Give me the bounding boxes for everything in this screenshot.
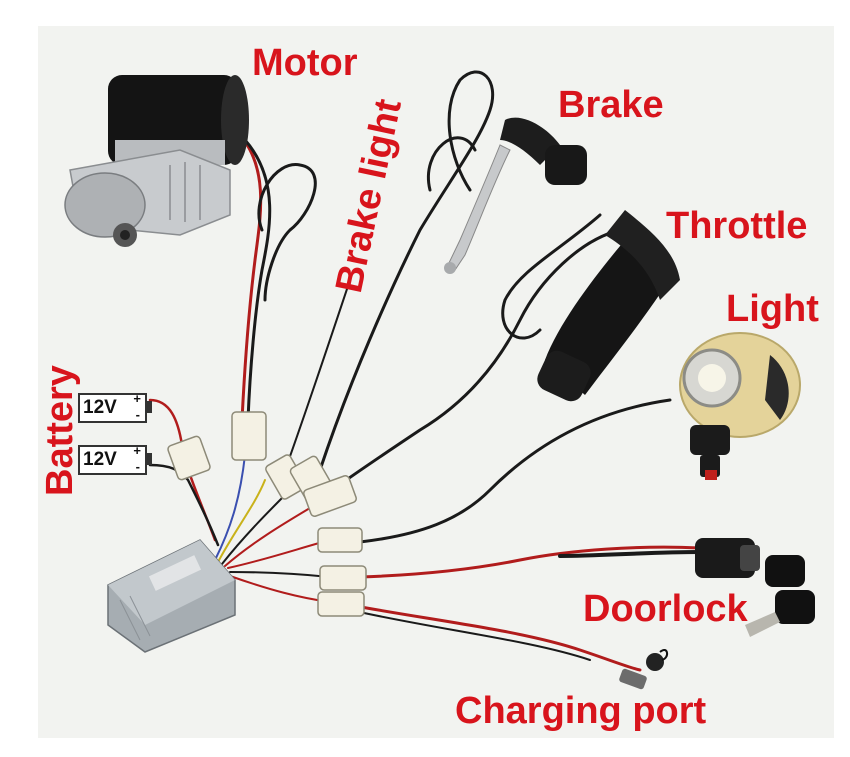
label-motor: Motor bbox=[252, 42, 358, 84]
throttle-drawing bbox=[537, 210, 680, 402]
controller-drawing bbox=[107, 539, 236, 653]
battery-cell-1: 12V + - bbox=[78, 391, 152, 423]
light-connector bbox=[317, 527, 363, 553]
doorlock-wire-black bbox=[558, 550, 702, 558]
motor-wire-loop bbox=[257, 163, 317, 302]
motor-wire-black bbox=[243, 138, 272, 422]
battery-minus: - bbox=[135, 407, 140, 422]
brake-light-wire bbox=[287, 279, 351, 463]
throttle-connector bbox=[303, 475, 357, 517]
brake-wire bbox=[318, 70, 495, 472]
battery-voltage: 12V bbox=[83, 397, 117, 418]
battery-terminal bbox=[147, 401, 152, 413]
light-wire bbox=[358, 398, 672, 544]
charging-port-drawing bbox=[619, 649, 668, 690]
throttle-wire bbox=[333, 228, 622, 490]
battery-terminal bbox=[147, 453, 152, 465]
label-battery: Battery bbox=[39, 365, 81, 496]
connectors bbox=[167, 411, 367, 617]
charging-wire-red bbox=[348, 603, 642, 672]
throttle-wire-loop bbox=[501, 213, 602, 340]
doorlock-wire bbox=[358, 545, 702, 579]
brake-lever-drawing bbox=[444, 117, 587, 274]
battery-minus: - bbox=[135, 459, 140, 474]
label-charging-port: Charging port bbox=[455, 690, 707, 732]
label-light: Light bbox=[726, 288, 819, 330]
battery-plus: + bbox=[133, 391, 141, 406]
battery-plus: + bbox=[133, 443, 141, 458]
doorlock-drawing bbox=[695, 538, 815, 637]
label-throttle: Throttle bbox=[666, 205, 808, 247]
charging-wire-black bbox=[349, 609, 591, 661]
motor-connector bbox=[231, 411, 267, 461]
motor-drawing bbox=[64, 75, 249, 247]
label-brake: Brake bbox=[558, 84, 664, 126]
charging-connector bbox=[317, 591, 365, 617]
headlight-drawing bbox=[679, 332, 801, 480]
doorlock-connector bbox=[319, 565, 367, 591]
battery-voltage: 12V bbox=[83, 449, 117, 470]
battery-connector bbox=[167, 435, 211, 481]
battery-cell-2: 12V + - bbox=[78, 443, 152, 475]
label-doorlock: Doorlock bbox=[583, 588, 748, 630]
motor-wire-red bbox=[238, 133, 263, 422]
brake-wire-loop bbox=[426, 136, 477, 192]
battery-wire-black bbox=[148, 463, 220, 547]
